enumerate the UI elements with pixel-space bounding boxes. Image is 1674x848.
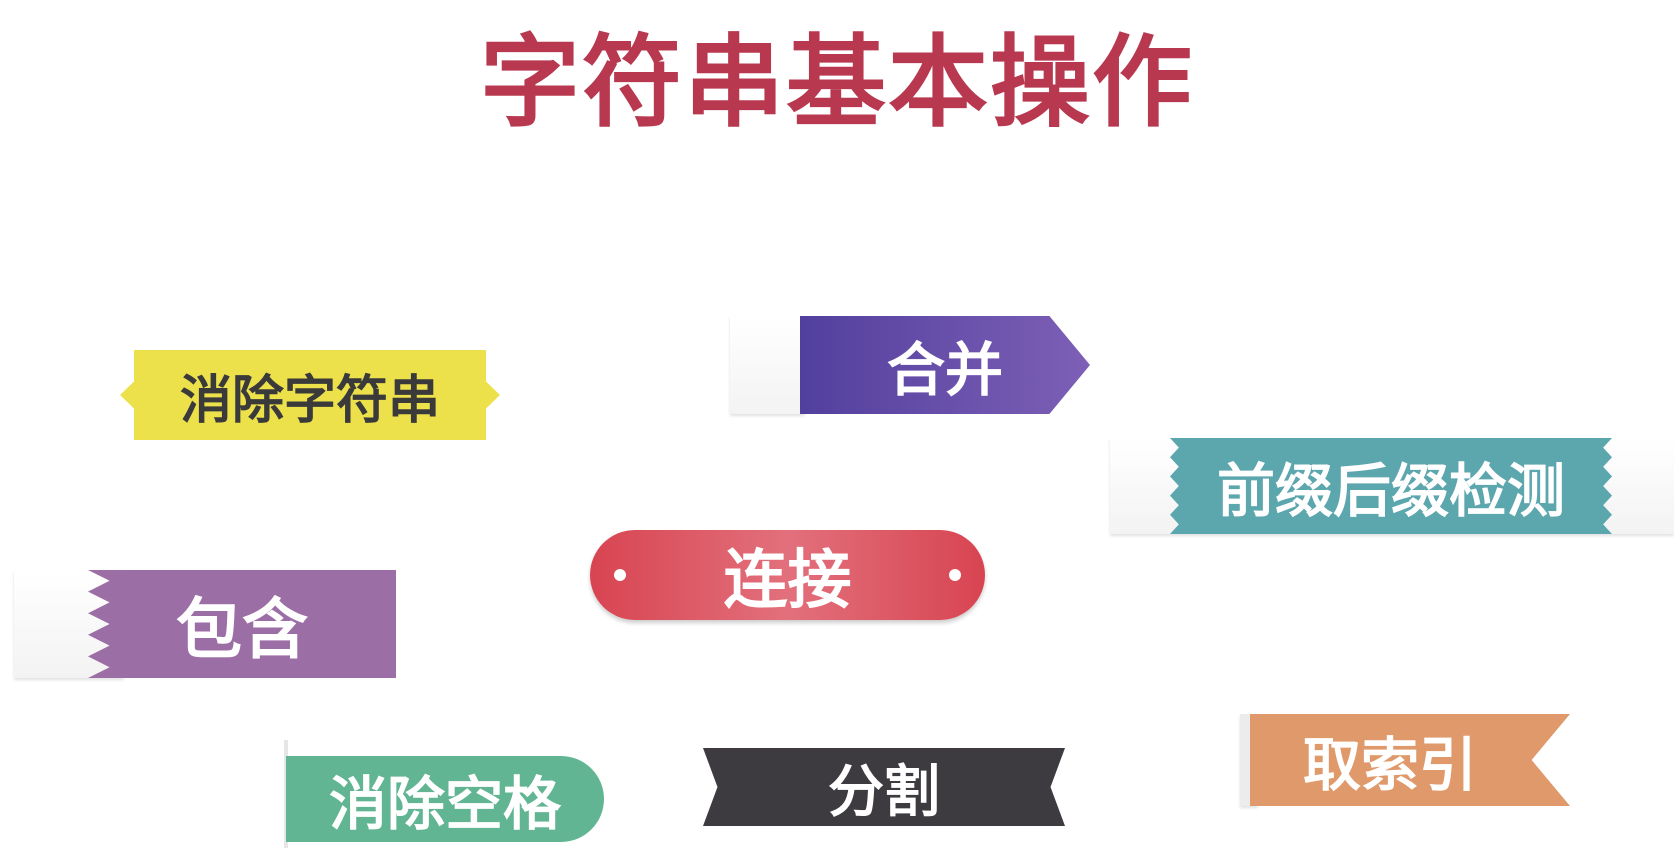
tag-trim-spaces-label: 消除空格: [328, 770, 561, 838]
tag-concat: 连接: [590, 530, 985, 620]
tag-contains: 包含: [88, 570, 396, 678]
tag-get-index: 取索引: [1250, 714, 1570, 806]
tag-prefix-suffix-check: 前缀后缀检测: [1170, 438, 1612, 534]
right-dot-icon: [949, 569, 961, 581]
tag-trim-spaces: 消除空格: [286, 756, 604, 842]
tag-merge-label: 合并: [886, 336, 1003, 404]
tag-concat-label: 连接: [723, 544, 852, 618]
tag-contains-label: 包含: [176, 591, 308, 668]
tag-get-index-label: 取索引: [1302, 731, 1477, 799]
tag-remove-string-label: 消除字符串: [179, 370, 440, 431]
tag-prefix-suffix-check-label: 前缀后缀检测: [1216, 457, 1565, 525]
tag-merge: 合并: [800, 316, 1090, 414]
tag-split-label: 分割: [828, 759, 940, 825]
left-dot-icon: [614, 569, 626, 581]
tag-remove-string: 消除字符串: [120, 350, 500, 440]
tag-split: 分割: [703, 748, 1065, 826]
merge-tag-paper: [730, 316, 805, 414]
page-title: 字符串基本操作: [480, 24, 1194, 141]
